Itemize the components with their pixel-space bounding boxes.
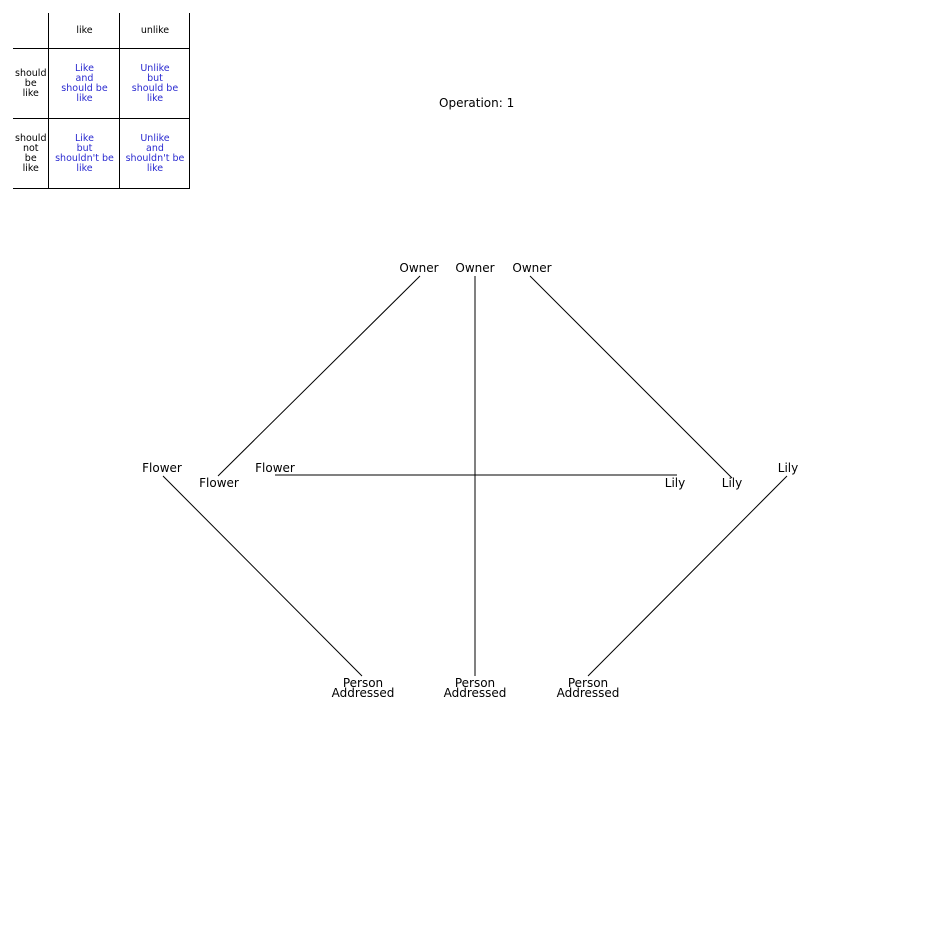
node-lily-mid: Lily — [664, 476, 686, 490]
node-person-right: Person Addressed — [556, 676, 620, 700]
node-owner-right: Owner — [512, 261, 552, 275]
node-person-left: Person Addressed — [331, 676, 395, 700]
legend-cell-unlike-shouldnt: Unlike and shouldn't be like — [119, 118, 191, 189]
node-lily-outer: Lily — [777, 461, 799, 475]
node-flower-inner: Flower — [199, 476, 239, 490]
node-owner-left: Owner — [399, 261, 439, 275]
legend-cell-like-should: Like and should be like — [48, 48, 121, 119]
edge-lily-person — [587, 475, 788, 677]
node-flower-mid: Flower — [255, 461, 295, 475]
node-owner-center: Owner — [455, 261, 495, 275]
legend-col-unlike: unlike — [119, 13, 191, 49]
node-flower-outer: Flower — [142, 461, 182, 475]
node-lily-inner: Lily — [721, 476, 743, 490]
legend-cell-like-shouldnt: Like but shouldn't be like — [48, 118, 121, 189]
edge-flower-person — [162, 475, 363, 677]
operation-label: Operation: 1 — [439, 96, 515, 110]
node-person-center: Person Addressed — [443, 676, 507, 700]
legend-table: like unlike should be like Like and shou… — [13, 13, 191, 189]
legend-col-like: like — [48, 13, 121, 49]
legend-cell-unlike-should: Unlike but should be like — [119, 48, 191, 119]
edge-owner-left-flower — [217, 275, 421, 477]
legend-row-should-not-be-like: should not be like — [13, 118, 50, 189]
edge-owner-right-lily — [529, 275, 733, 479]
